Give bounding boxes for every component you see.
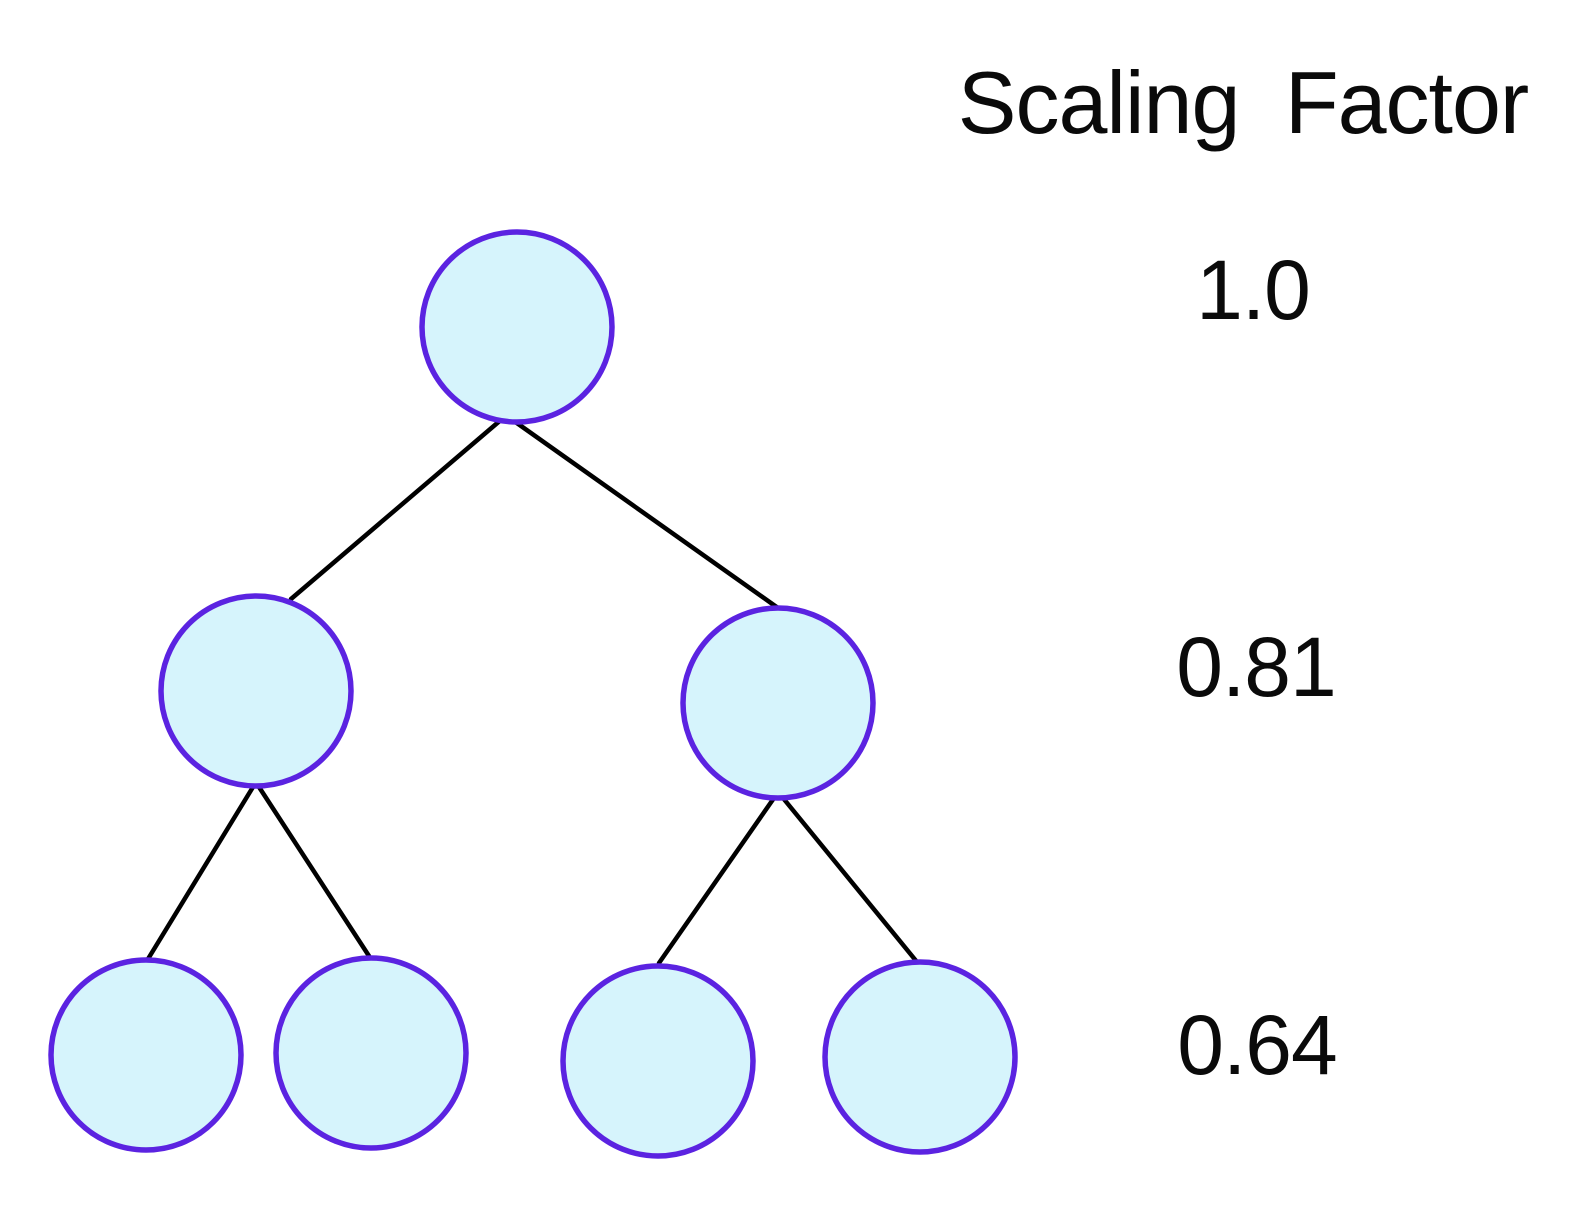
scaling-factor-label-level1: 0.81 [1176, 620, 1336, 714]
tree-node-level2-3 [560, 963, 756, 1159]
tree-edge-right-to-child4 [780, 795, 920, 965]
tree-edge-root-to-left [288, 416, 505, 602]
tree-node-level2-2 [273, 955, 469, 1151]
tree-node-level2-4 [822, 959, 1018, 1155]
tree-edge-left-to-child1 [145, 784, 256, 962]
tree-node-level1-left [158, 593, 354, 789]
tree-edges [145, 416, 920, 966]
diagram-title: Scaling Factor [957, 53, 1529, 152]
tree-nodes [48, 229, 1018, 1159]
scaling-factor-label-level2: 0.64 [1177, 998, 1337, 1092]
tree-edge-right-to-child3 [656, 795, 777, 966]
scaling-factor-label-level0: 1.0 [1196, 243, 1311, 337]
tree-node-level1-right [680, 605, 876, 801]
tree-edge-left-to-child2 [256, 784, 372, 959]
tree-node-root [419, 229, 615, 425]
tree-node-level2-1 [48, 957, 244, 1153]
tree-edge-root-to-right [511, 418, 781, 611]
